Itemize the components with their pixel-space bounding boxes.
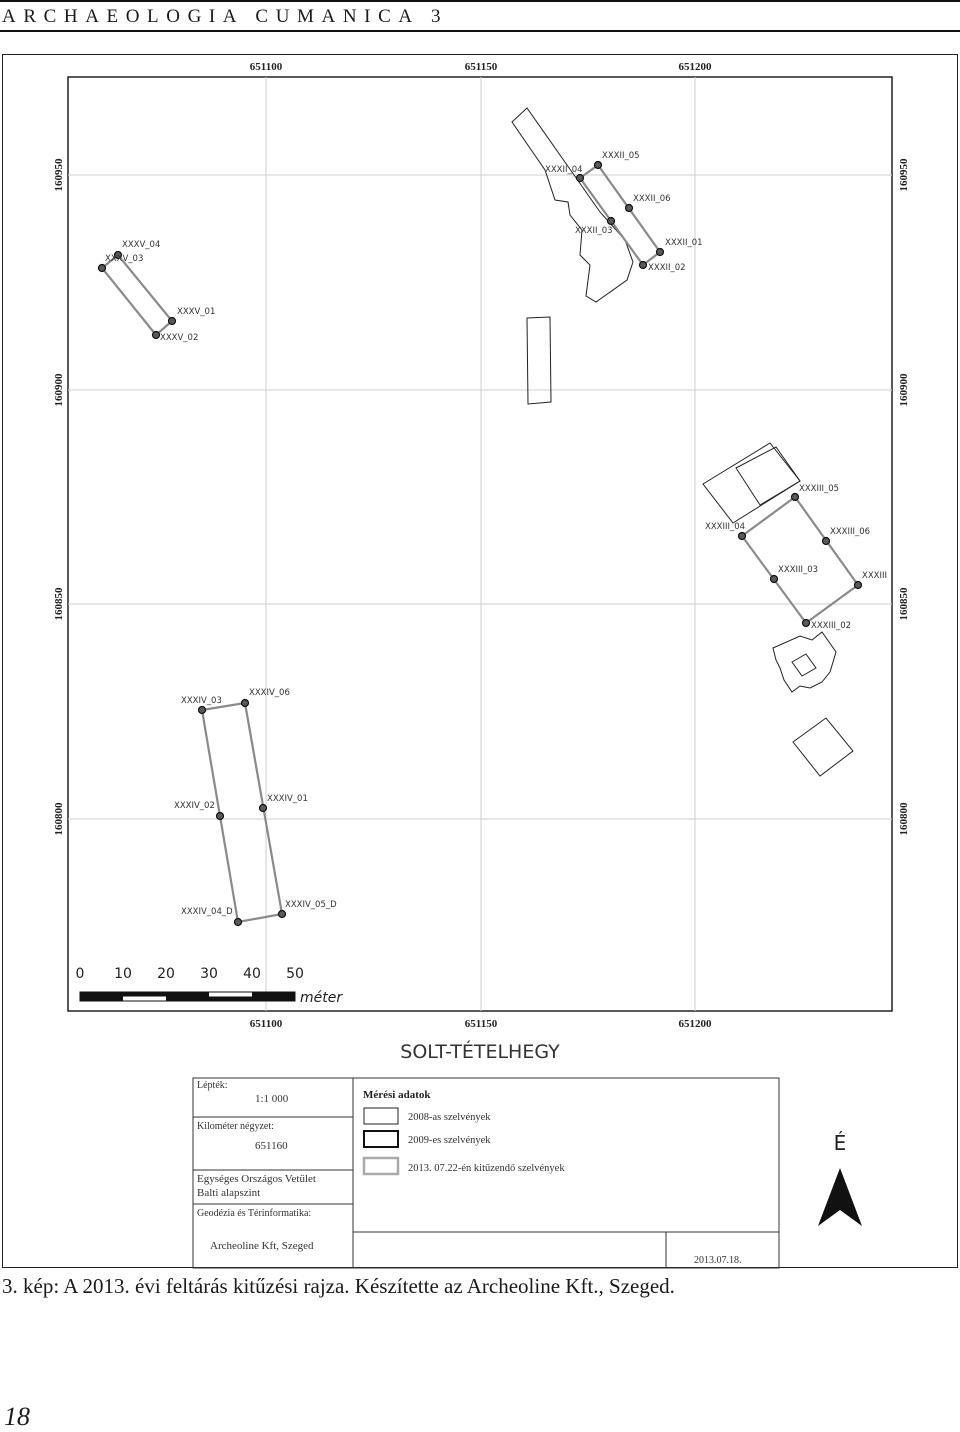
survey-point-xxxiii-02 [801,618,811,628]
point-label: XXXIII_03 [778,565,818,575]
scale-tick-label: 10 [114,966,132,982]
scale-tick-label: 30 [200,966,218,982]
x-tick-label: 651150 [465,1018,498,1030]
point-label: XXXIV_05_D [285,900,337,910]
survey-point-xxxiii-06 [821,536,831,546]
x-tick-label: 651150 [465,61,498,73]
legend-item: 2009-es szelvények [408,1135,491,1146]
y-tick-label: 160800 [53,802,65,836]
point-label: XXXIII_05 [799,484,839,494]
survey-point-xxxii-01 [655,247,665,257]
survey-point-xxxiii-01 [853,580,863,590]
survey-value: Archeoline Kft, Szeged [210,1240,314,1252]
survey-point-xxxv-01 [167,316,177,326]
point-label: XXXIV_02 [174,801,215,811]
survey-point-xxxii-05 [593,160,603,170]
survey-point-xxxiv-02 [215,811,225,821]
planned-trenches [100,163,860,924]
x-tick-label: 651100 [250,61,283,73]
survey-point-xxxiv-05 [277,909,287,919]
y-tick-label: 160800 [898,802,910,836]
point-label: XXXV_01 [177,307,215,317]
point-label: XXXIV_04_D [181,907,233,917]
running-head: ARCHAEOLOGIA CUMANICA 3 [2,6,449,27]
point-label: XXXII_01 [665,238,703,248]
x-tick-label: 651200 [679,1018,713,1030]
scale-tick-label: 50 [286,966,304,982]
point-label: XXXIII [862,571,887,581]
x-tick-label: 651100 [250,1018,283,1030]
north-label: É [834,1131,847,1155]
legend-title: Mérési adatok [363,1089,431,1101]
scale-label: Lépték: [197,1080,228,1091]
survey-point-xxxii-03 [606,216,616,226]
point-label: XXXV_02 [160,333,198,343]
scale-tick-label: 20 [157,966,175,982]
y-tick-label: 160900 [898,373,910,407]
survey-point-xxxiv-01 [258,803,268,813]
scale-tick-label: 40 [243,966,261,982]
y-tick-label: 160850 [53,587,65,621]
survey-point-xxxv-03 [97,263,107,273]
grid-lines [68,77,892,1011]
legend-item: 2008-as szelvények [408,1112,491,1123]
survey-point-xxxii-02 [638,260,648,270]
point-label: XXXII_02 [648,263,686,273]
site-title: SOLT-TÉTELHEGY [400,1040,560,1063]
survey-point-xxxiii-04 [737,531,747,541]
header-rule [0,30,960,32]
km-square-label: Kilométer négyzet: [197,1121,274,1132]
point-label: XXXIV_03 [181,696,222,706]
point-label: XXXII_05 [602,151,640,161]
projection-line: Egységes Országos Vetület [197,1173,316,1185]
north-arrow: É [818,1131,862,1226]
point-label: XXXIII_02 [811,621,851,631]
point-label: XXXIV_01 [267,794,308,804]
existing-trenches [511,107,854,777]
km-square-value: 651160 [255,1140,288,1152]
legend-swatch-2008 [363,1107,399,1125]
point-label: XXXII_03 [575,226,613,236]
y-tick-label: 160900 [53,373,65,407]
figure-caption: 3. kép: A 2013. évi feltárás kitűzési ra… [2,1274,675,1298]
point-label: XXXIII_06 [830,527,870,537]
survey-label: Geodézia és Térinformatika: [197,1208,311,1219]
legend-item: 2013. 07.22-én kitűzendő szelvények [408,1163,565,1174]
scale-tick-label: 0 [76,966,85,982]
scale-bar: 0 10 20 30 40 50 méter [76,966,344,1006]
survey-point-xxxiv-03 [197,705,207,715]
point-label: XXXV_04 [122,240,160,250]
survey-point-xxxiv-04 [233,917,243,927]
north-arrow-icon [818,1168,862,1226]
map-inner-frame [67,76,893,1012]
legend-swatch-2013 [362,1156,400,1176]
y-tick-label: 160950 [898,158,910,192]
top-rule [0,0,960,2]
survey-point-xxxiv-06 [240,698,250,708]
survey-point-xxxiii-03 [769,574,779,584]
page-number: 18 [4,1402,30,1431]
projection-line: Balti alapszint [197,1187,260,1199]
legend-swatch-2009 [363,1130,399,1148]
scale-unit: méter [300,990,343,1006]
survey-point-xxxii-06 [624,203,634,213]
point-label: XXXII_04 [545,165,583,175]
point-label: XXXV_03 [105,254,143,264]
map-date: 2013.07.18. [694,1255,742,1266]
point-label: XXXIV_06 [249,688,290,698]
point-label: XXXIII_04 [705,522,745,532]
survey-points [97,160,863,927]
x-tick-label: 651200 [679,61,713,73]
y-tick-label: 160950 [53,158,65,192]
survey-point-xxxiii-05 [790,492,800,502]
y-tick-label: 160850 [898,587,910,621]
survey-point-xxxv-04 [113,250,123,260]
survey-point-xxxv-02 [151,330,161,340]
point-label: XXXII_06 [633,194,671,204]
info-box: Lépték: 1:1 000 Kilométer négyzet: 65116… [192,1077,780,1269]
scale-value: 1:1 000 [255,1093,289,1105]
survey-point-xxxii-04 [575,173,585,183]
